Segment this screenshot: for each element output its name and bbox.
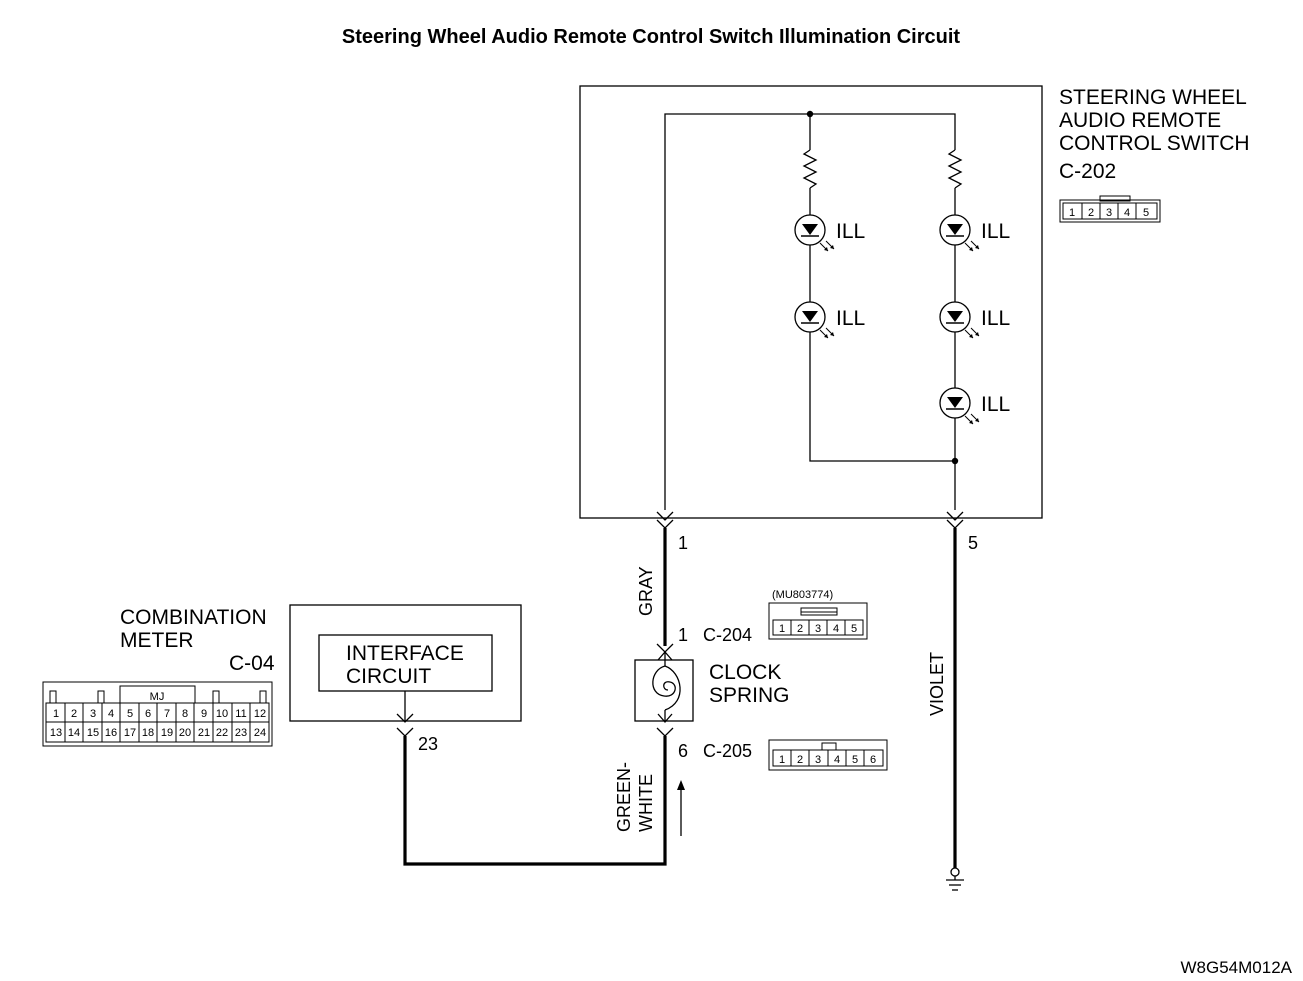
led-ill-right-2: ILL — [939, 301, 1010, 339]
switch-pin-1: 1 — [678, 533, 688, 553]
c04-pin: 10 — [216, 708, 228, 720]
meter-pin-23: 23 — [418, 734, 438, 754]
c04-pin: 2 — [71, 708, 77, 720]
wire-green-white-line-1: GREEN- — [614, 762, 634, 832]
diagram-title: Steering Wheel Audio Remote Control Swit… — [342, 26, 961, 48]
pin-chevron — [946, 519, 964, 529]
switch-pin-5: 5 — [968, 533, 978, 553]
c04-pin: 1 — [53, 708, 59, 720]
c04-pin: 18 — [142, 727, 154, 739]
pin-chevron — [656, 519, 674, 529]
c04-pin: 9 — [201, 708, 207, 720]
junction-dot — [806, 110, 814, 118]
c04-pin: 16 — [105, 727, 117, 739]
c202-pin: 3 — [1106, 207, 1112, 219]
c04-pin: 21 — [198, 727, 210, 739]
c205-pin: 1 — [779, 754, 785, 766]
led-ill-right-1: ILL — [939, 214, 1010, 252]
interface-line-1: INTERFACE — [346, 642, 464, 665]
c204-pin: 4 — [833, 623, 839, 635]
pin-chevron — [656, 511, 674, 521]
pin-chevron — [396, 713, 414, 723]
c04-pin: 13 — [50, 727, 62, 739]
connector-c202-label: C-202 — [1059, 160, 1116, 183]
c205-pin: 3 — [815, 754, 821, 766]
c204-pin: 3 — [815, 623, 821, 635]
meter-name-line-2: METER — [120, 629, 194, 652]
c04-pin: 17 — [124, 727, 136, 739]
interface-line-2: CIRCUIT — [346, 665, 431, 688]
c204-pin: 5 — [851, 623, 857, 635]
junction-dot — [951, 457, 959, 465]
diagram-code: W8G54M012A — [1181, 958, 1293, 977]
meter-name-line-1: COMBINATION — [120, 606, 267, 629]
pin-chevron — [656, 727, 674, 737]
connector-c205-label: C-205 — [703, 741, 752, 761]
clock-spring-line-1: CLOCK — [709, 661, 781, 684]
c04-pin: 7 — [164, 708, 170, 720]
switch-unit-box — [579, 85, 1043, 519]
c202-pin: 4 — [1124, 207, 1130, 219]
switch-name-line-2: AUDIO REMOTE — [1059, 109, 1221, 132]
connector-c202-face: 1 2 3 4 5 — [1059, 195, 1161, 223]
c04-tag: MJ — [150, 691, 165, 703]
pin-chevron — [946, 511, 964, 521]
connector-c205-face: 1 2 3 4 5 6 — [768, 739, 888, 771]
wire-gray-label: GRAY — [636, 566, 656, 616]
switch-name-line-3: CONTROL SWITCH — [1059, 132, 1250, 155]
connector-c204-face: 1 2 3 4 5 — [768, 602, 868, 640]
c04-pin: 23 — [235, 727, 247, 739]
wire-green-white — [403, 736, 667, 866]
connector-c204-label: C-204 — [703, 625, 752, 645]
c04-pin: 14 — [68, 727, 80, 739]
connector-c04-label: C-04 — [229, 652, 275, 675]
c205-pin: 5 — [852, 754, 858, 766]
c205-pin: 2 — [797, 754, 803, 766]
c204-pin-1: 1 — [678, 625, 688, 645]
c204-pin: 1 — [779, 623, 785, 635]
led-ill-right-3: ILL — [939, 387, 1010, 425]
c04-pin: 6 — [145, 708, 151, 720]
c204-pin: 2 — [797, 623, 803, 635]
switch-unit-label: STEERING WHEEL AUDIO REMOTE CONTROL SWIT… — [1059, 86, 1250, 183]
c04-pin: 8 — [182, 708, 188, 720]
led-label: ILL — [981, 393, 1010, 416]
led-label: ILL — [836, 307, 865, 330]
led-label: ILL — [836, 220, 865, 243]
c204-part-number: (MU803774) — [772, 589, 833, 601]
wire-violet-label: VIOLET — [927, 652, 947, 716]
c202-pin: 2 — [1088, 207, 1094, 219]
c04-pin: 20 — [179, 727, 191, 739]
c04-pin: 22 — [216, 727, 228, 739]
ground-icon — [946, 867, 964, 891]
c205-pin-6: 6 — [678, 741, 688, 761]
c04-pin: 3 — [90, 708, 96, 720]
c04-pin: 15 — [87, 727, 99, 739]
c04-pin: 5 — [127, 708, 133, 720]
c205-pin: 6 — [870, 754, 876, 766]
clock-spring-line-2: SPRING — [709, 684, 790, 707]
led-label: ILL — [981, 220, 1010, 243]
led-ill-left-1: ILL — [794, 214, 865, 252]
current-arrowhead-icon — [677, 780, 685, 790]
combination-meter-label: COMBINATION METER C-04 — [120, 606, 275, 675]
pin-chevron — [396, 727, 414, 737]
led-label: ILL — [981, 307, 1010, 330]
c04-pin: 24 — [254, 727, 266, 739]
connector-c04-face: MJ 1 2 3 4 5 6 7 8 9 10 11 12 13 14 15 1… — [42, 681, 273, 747]
c04-pin: 19 — [161, 727, 173, 739]
c202-pin: 1 — [1069, 207, 1075, 219]
c04-pin: 4 — [108, 708, 114, 720]
c205-pin: 4 — [834, 754, 840, 766]
wire-green-white-line-2: WHITE — [636, 774, 656, 832]
c04-pin: 11 — [235, 708, 246, 720]
switch-name-line-1: STEERING WHEEL — [1059, 86, 1247, 109]
c202-pin: 5 — [1143, 207, 1149, 219]
clock-spring-symbol — [634, 651, 694, 723]
led-ill-left-2: ILL — [794, 301, 865, 339]
c04-pin: 12 — [254, 708, 266, 720]
